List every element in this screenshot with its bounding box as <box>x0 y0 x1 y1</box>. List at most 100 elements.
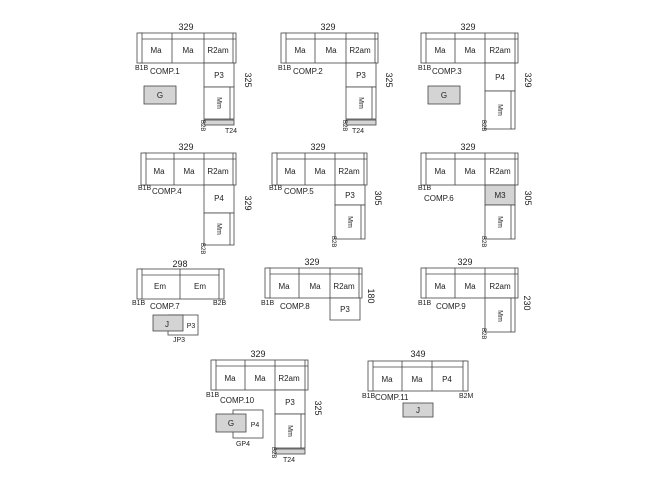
seat-label: Ma <box>381 375 393 384</box>
seat-label: Ma <box>434 167 446 176</box>
depth-label: 305 <box>373 190 383 205</box>
tray-label: T24 <box>352 128 364 135</box>
arm-label: B1B <box>135 65 149 72</box>
chaise-module <box>484 297 516 333</box>
chaise-module <box>484 90 516 130</box>
arm-label: B2B <box>480 236 486 247</box>
chaise-module <box>334 204 366 240</box>
seat-label: Ma <box>294 46 306 55</box>
pouf-label: P3 <box>187 323 196 330</box>
composition-name: COMP.5 <box>284 187 314 196</box>
pouf-label: G <box>441 91 447 100</box>
seat-row <box>283 32 379 64</box>
seat-label: Ma <box>434 282 446 291</box>
tray <box>345 119 377 126</box>
pouf-label: G <box>228 419 234 428</box>
arm-label: B1B <box>278 65 292 72</box>
chaise-module <box>484 62 516 92</box>
seat-label: Ma <box>464 46 476 55</box>
seat-label: Ma <box>183 167 195 176</box>
pouf <box>215 413 247 433</box>
chaise-module <box>345 86 377 120</box>
module-label: Mm <box>346 216 353 228</box>
arm-label: B1B <box>261 300 275 307</box>
arm-label: B2B <box>341 120 347 131</box>
width-label: 329 <box>178 142 193 152</box>
arm-label: B1B <box>138 185 152 192</box>
module-label: M3 <box>494 191 506 200</box>
seat-label: R2am <box>333 282 355 291</box>
seat-label: Em <box>194 282 206 291</box>
composition-name: COMP.2 <box>293 67 323 76</box>
module-label: P4 <box>214 194 224 203</box>
composition-6: 329 Ma Ma R2am M3 Mm B2B 305 B1B COMP.6 <box>418 142 533 247</box>
seat-row <box>423 32 519 64</box>
seat-label: Ma <box>464 282 476 291</box>
seat-label: R2am <box>278 374 300 383</box>
composition-name: COMP.6 <box>424 194 454 203</box>
depth-label: 180 <box>366 288 376 303</box>
seat-row <box>139 32 237 64</box>
width-label: 329 <box>457 257 472 267</box>
pouf <box>427 85 461 105</box>
depth-label: 329 <box>523 72 533 87</box>
chaise-module <box>329 297 361 321</box>
arm-label: B1B <box>418 185 432 192</box>
seat-label: Ma <box>309 282 321 291</box>
composition-3: 329 Ma Ma R2am P4 Mm B2B 329 B1B COMP.3 … <box>418 22 533 131</box>
width-label: 329 <box>304 257 319 267</box>
seat-label: Ma <box>182 46 194 55</box>
width-label: 349 <box>410 349 425 359</box>
seat-row <box>423 152 519 186</box>
seat-row <box>139 268 223 300</box>
module-label: Mm <box>496 104 503 116</box>
seat-label: Em <box>154 282 166 291</box>
seat-label: Ma <box>284 167 296 176</box>
module-label: P3 <box>214 71 224 80</box>
module-label: Mm <box>496 216 503 228</box>
tray-label: T24 <box>225 128 237 135</box>
pouf <box>152 314 184 332</box>
arm-label: B1B <box>418 65 432 72</box>
seat-label: Ma <box>254 374 266 383</box>
pouf-label: GP4 <box>236 441 250 448</box>
composition-name: COMP.9 <box>436 302 466 311</box>
seat-label: R2am <box>489 282 511 291</box>
seat-row <box>213 359 309 391</box>
composition-7: 298 Em Em B1B B2B COMP.7 J P3 JP3 <box>132 259 227 344</box>
module-label: P3 <box>285 398 295 407</box>
width-label: 329 <box>178 22 193 32</box>
seat-label: Ma <box>224 374 236 383</box>
module-label: P3 <box>340 305 350 314</box>
seat-label: R2am <box>207 46 229 55</box>
pouf-label: P4 <box>251 422 260 429</box>
tray <box>274 448 306 455</box>
seat-label: R2am <box>489 167 511 176</box>
depth-label: 305 <box>523 190 533 205</box>
composition-1: 329 Ma Ma R2am P3 Mm T24 B2B 325 B1B COM… <box>135 22 253 135</box>
chaise-module <box>203 86 235 120</box>
seat-label: Ma <box>411 375 423 384</box>
composition-9: 329 Ma Ma R2am Mm B2B 230 B1B COMP.9 <box>418 257 532 339</box>
arm-label: B2B <box>199 243 205 254</box>
module-label: Mm <box>286 425 293 437</box>
composition-name: COMP.11 <box>375 393 409 402</box>
chaise-module <box>274 413 306 449</box>
module-label: P3 <box>345 191 355 200</box>
composition-11: 349 Ma Ma P4 B1B B2M COMP.11 J <box>362 349 474 418</box>
composition-name: COMP.7 <box>150 302 180 311</box>
pouf-label: JP3 <box>173 337 185 344</box>
seat-label: Ma <box>278 282 290 291</box>
seat-label: R2am <box>349 46 371 55</box>
width-label: 329 <box>310 142 325 152</box>
seat-label: R2am <box>489 46 511 55</box>
module-label: Mm <box>357 97 364 109</box>
arm-label: B2M <box>459 393 474 400</box>
composition-name: COMP.1 <box>150 67 180 76</box>
composition-name: COMP.8 <box>280 302 310 311</box>
seat-label: P4 <box>442 375 452 384</box>
chaise-module <box>203 212 235 246</box>
pouf-label: J <box>416 406 420 415</box>
width-label: 329 <box>460 142 475 152</box>
seat-row <box>274 152 368 186</box>
